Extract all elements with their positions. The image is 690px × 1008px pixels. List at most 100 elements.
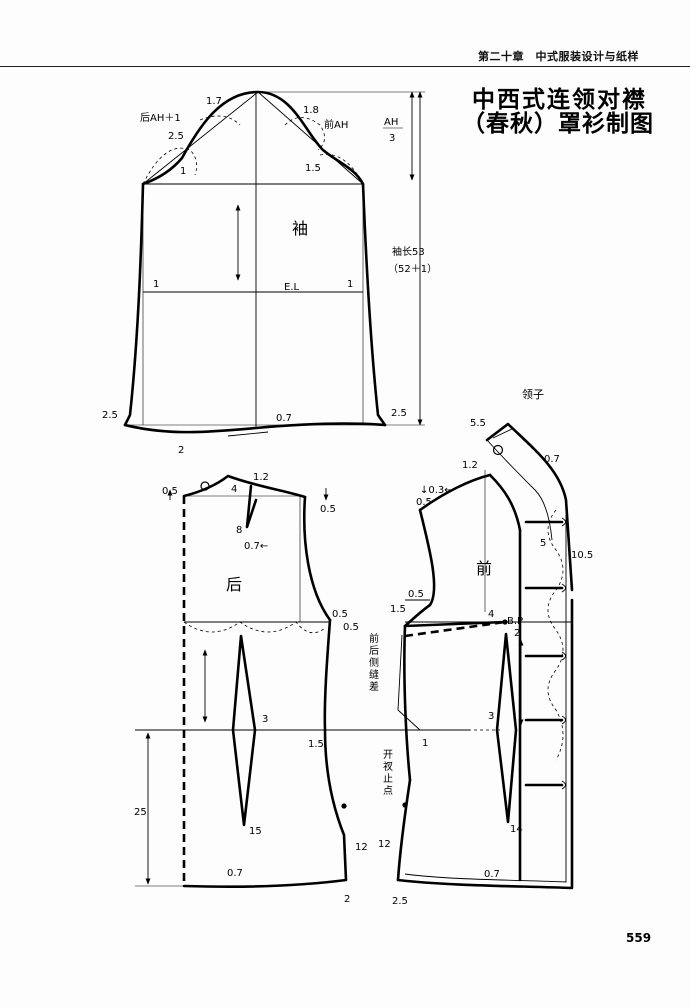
back-v-0-7-hem: 0.7 <box>227 868 243 879</box>
collar-pattern: 领子 5.5 0.7 <box>470 388 574 592</box>
front-placket-scallop <box>547 509 564 761</box>
back-v-12: 12 <box>355 842 368 853</box>
back-v-4: 4 <box>231 484 237 495</box>
front-v-0-3: ↓0.3← <box>420 485 453 496</box>
side-seam-diff-char-3: 侧 <box>369 656 379 669</box>
frog-button-2 <box>524 583 566 593</box>
back-slit-point <box>341 803 347 809</box>
front-shoulder-line <box>418 473 492 512</box>
sleeve-cap-height-num: AH <box>384 117 398 128</box>
sleeve-hem-curve <box>123 422 387 434</box>
front-v-10-5: 10.5 <box>571 550 593 561</box>
front-v-4: 4 <box>488 609 494 620</box>
front-v-2: 2 <box>514 628 520 639</box>
sleeve-v-1-7: 1.7 <box>206 96 222 107</box>
sleeve-v-1-8: 1.8 <box>303 105 319 116</box>
back-v-1-5-side: 1.5 <box>308 739 324 750</box>
collar-label: 领子 <box>522 388 544 401</box>
sleeve-front-underarm-seam <box>361 182 387 427</box>
slit-stop-char-2: 衩 <box>383 761 393 773</box>
sleeve-cap-dash-front <box>284 117 325 151</box>
sleeve-back-underarm-seam <box>123 182 145 427</box>
sleeve-label: 袖 <box>292 219 308 238</box>
collar-v-5-5: 5.5 <box>470 418 486 429</box>
back-chest-scallop <box>183 621 326 634</box>
frog-button-4 <box>524 715 566 725</box>
frog-button-1 <box>524 517 566 527</box>
back-neck-notch <box>200 481 210 491</box>
front-waist-dart <box>495 632 518 824</box>
sleeve-cap-dash-back <box>142 147 198 185</box>
back-v-1-2: 1.2 <box>253 472 269 483</box>
side-seam-diff-char-5: 差 <box>369 680 379 693</box>
sleeve-hem-mark <box>227 431 269 437</box>
front-v-2-5-hem: 2.5 <box>392 896 408 907</box>
front-side-seam-guide <box>397 634 421 731</box>
front-side-dart-upper <box>403 620 507 628</box>
sleeve-v-2-hem: 2 <box>178 445 184 456</box>
sleeve-front-diagonal <box>257 91 364 185</box>
diagram-title-line1: 中西式连领对襟 <box>472 87 647 113</box>
front-bodice-pattern: 前 1.2 ↓0.3← 0.5 5 10.5 0.5 1.5 4 B.P 2 3… <box>378 460 593 907</box>
collar-outer-edge <box>485 422 574 592</box>
front-facing-line <box>404 515 567 883</box>
frog-button-5 <box>524 780 566 790</box>
side-seam-diff-char-4: 缝 <box>369 668 379 681</box>
back-v-0-5-shoulder: 0.5 <box>320 504 336 515</box>
sleeve-v-1-5-cap: 1.5 <box>305 163 321 174</box>
sleeve-el-label: E.L <box>284 282 299 293</box>
back-v-3: 3 <box>262 714 268 725</box>
front-neckline <box>488 473 522 532</box>
back-v-25: 25 <box>134 807 147 818</box>
front-bp-point <box>502 619 508 625</box>
back-side-seam <box>323 618 348 882</box>
sleeve-v-2-5-left: 2.5 <box>102 410 118 421</box>
sleeve-front-ah-label: 前AH <box>324 118 348 131</box>
back-v-0-5-arm-a: 0.5 <box>332 609 348 620</box>
sleeve-v-2-5-right: 2.5 <box>391 408 407 419</box>
front-v-12: 12 <box>378 839 391 850</box>
side-seam-diff-char-2: 后 <box>369 645 379 657</box>
slit-stop-char-4: 点 <box>383 785 393 797</box>
collar-v-0-7: 0.7 <box>544 454 560 465</box>
frog-button-3 <box>524 651 566 661</box>
back-neckline-shoulder <box>182 474 307 499</box>
sleeve-v-1-el-right: 1 <box>347 279 353 290</box>
sleeve-v-2-5-cap: 2.5 <box>168 131 184 142</box>
front-v-1-5: 1.5 <box>390 604 406 615</box>
slit-stop-char-1: 开 <box>383 750 393 761</box>
back-shoulder-dart <box>245 484 258 529</box>
back-waist-dart <box>231 634 257 827</box>
front-v-0-7-hem: 0.7 <box>484 869 500 880</box>
sleeve-length-sub: （52＋1） <box>388 263 437 275</box>
sleeve-pattern: 袖 E.L 后AH＋1 前AH AH 3 袖长53 （52＋1） 1.7 1.8… <box>102 90 437 456</box>
sleeve-cap-dash-front-lower <box>319 153 364 185</box>
sleeve-cap-height-den: 3 <box>389 133 395 144</box>
back-v-0-5-arm-b: 0.5 <box>343 622 359 633</box>
back-v-8: 8 <box>236 525 242 536</box>
header-rule <box>0 66 690 67</box>
front-v-0-5-arm: 0.5 <box>408 589 424 600</box>
front-side-dart-dashed <box>404 620 506 638</box>
side-seam-diff-char-1: 前 <box>369 632 379 645</box>
sleeve-back-diagonal <box>142 91 259 185</box>
running-head: 第二十章 中式服装设计与纸样 <box>478 50 639 63</box>
sleeve-length-label: 袖长53 <box>392 245 425 258</box>
front-side-slit <box>396 778 412 882</box>
slit-stop-char-3: 止 <box>383 773 393 785</box>
collar-button-mark <box>492 444 504 456</box>
back-v-0-5-cf: 0.5 <box>162 486 178 497</box>
diagram-title-line2: （春秋）罩衫制图 <box>462 111 654 137</box>
front-label: 前 <box>476 559 492 578</box>
front-armhole-curve <box>403 508 436 628</box>
front-v-3: 3 <box>488 711 494 722</box>
back-armhole-curve <box>302 495 332 622</box>
back-label: 后 <box>226 575 242 594</box>
front-hem-and-cf <box>396 598 574 890</box>
back-v-2-hem: 2 <box>344 894 350 905</box>
front-v-0-5-neck: 0.5 <box>416 497 432 508</box>
front-bp-label: B.P <box>507 616 523 627</box>
